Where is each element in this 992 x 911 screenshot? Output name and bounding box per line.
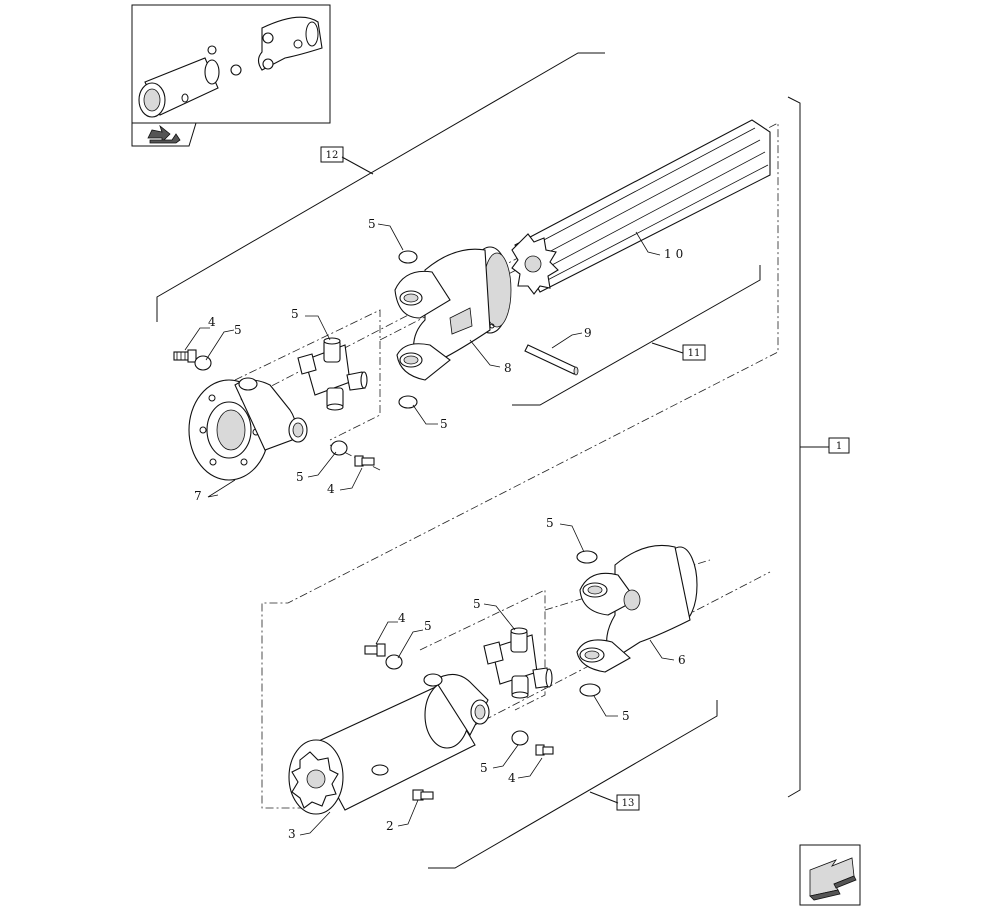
part-label-4-lower-right: 4 (508, 771, 516, 785)
part-label-5-cross-upper: 5 (291, 307, 299, 321)
thumbnail-box[interactable] (131, 4, 331, 147)
assembly-label-13: 13 (622, 798, 635, 809)
part-label-5-lower-left: 5 (424, 619, 432, 633)
part-label-5-cross-lower: 5 (473, 597, 481, 611)
part-label-4-upper-low: 4 (327, 482, 335, 496)
grease-nipple-lower-right (535, 744, 554, 756)
part-label-9: 9 (584, 326, 592, 340)
flange-yoke-part-7 (188, 377, 308, 481)
part-label-10: 10 (664, 247, 687, 261)
part-label-5-mid: 5 (440, 417, 448, 431)
assembled-shaft-thumbnail (138, 16, 323, 118)
circlips (194, 250, 601, 746)
assembly-bracket-12: 12 (156, 52, 605, 322)
part-label-4-upper-left: 4 (208, 315, 216, 329)
part-label-3: 3 (288, 827, 296, 841)
cross-spider-lower (483, 627, 553, 699)
assembly-bracket-1: 1 (787, 96, 850, 798)
grease-nipple-lower-left (364, 643, 386, 657)
part-labels: 5 5 4 5 5 7 5 4 8 9 10 5 5 6 5 4 5 5 4 2… (194, 217, 687, 841)
assembly-bracket-13: 13 (428, 700, 718, 869)
grease-nipple-upper-right (354, 455, 375, 467)
part-label-4-lower-left: 4 (398, 611, 406, 625)
part-label-5-lower-mid: 5 (480, 761, 488, 775)
part-label-5-upper-low: 5 (296, 470, 304, 484)
part-label-5-upper-left: 5 (234, 323, 242, 337)
grease-nipple-part-2 (412, 789, 434, 801)
assembly-label-12: 12 (326, 150, 339, 161)
part-label-5-lower-top: 5 (546, 516, 554, 530)
assembly-label-1: 1 (836, 441, 842, 452)
assembly-bracket-11: 11 (512, 265, 761, 406)
part-label-5-top: 5 (368, 217, 376, 231)
cross-spider-upper (297, 337, 368, 411)
part-label-2: 2 (386, 819, 394, 833)
part-label-8: 8 (504, 361, 512, 375)
part-label-7: 7 (194, 489, 202, 503)
book-arrow-icon (147, 124, 181, 144)
assembly-label-11: 11 (688, 348, 701, 359)
yoke-part-8 (394, 246, 512, 381)
center-lines (234, 122, 779, 809)
grease-nipple-upper-left (173, 349, 197, 363)
leader-lines (184, 223, 675, 836)
pin-part-9 (524, 344, 579, 376)
yoke-part-6 (576, 544, 698, 673)
tube-part-3 (288, 673, 490, 815)
previous-page-arrow-icon[interactable] (799, 844, 861, 906)
part-label-5-lower-bottom: 5 (622, 709, 630, 723)
spline-shaft-part-10 (511, 119, 771, 295)
part-label-6: 6 (678, 653, 686, 667)
